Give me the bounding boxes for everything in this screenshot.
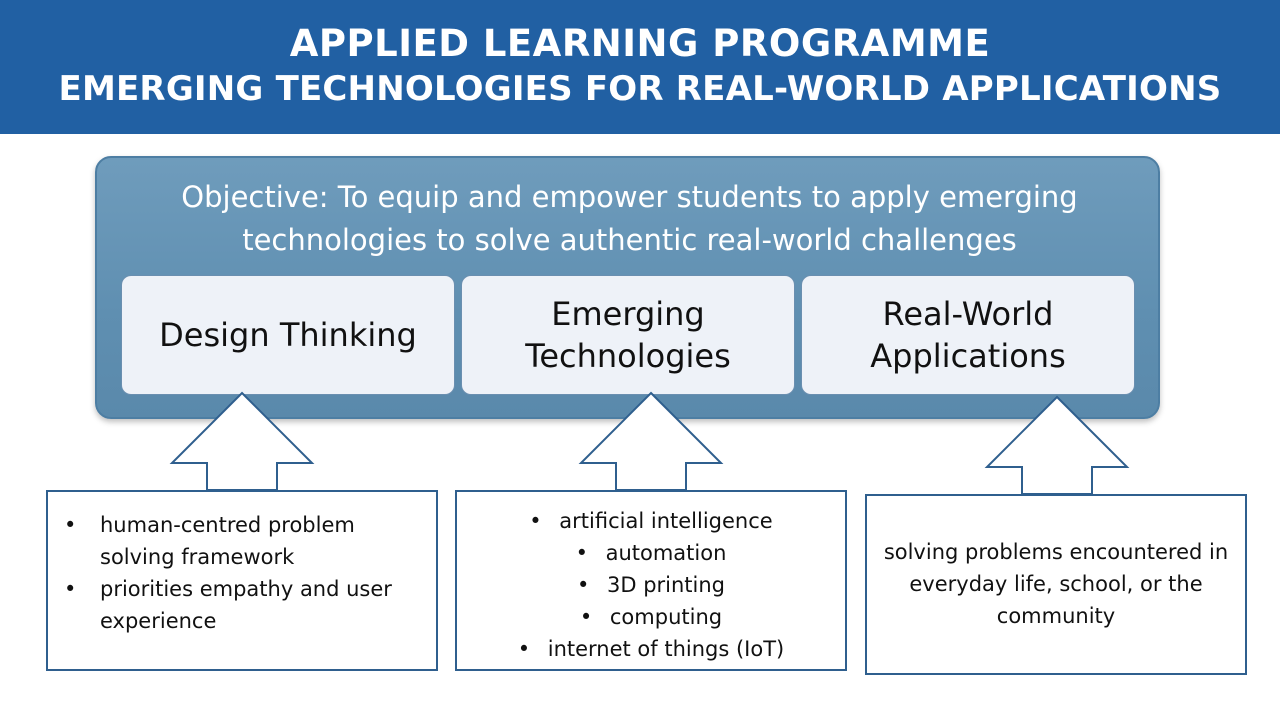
list-item-text: computing: [609, 605, 723, 629]
list-item: • automation: [457, 537, 845, 569]
objective-line-2: technologies to solve authentic real-wor…: [242, 223, 1017, 257]
design-thinking-details: human-centred problem solving framework …: [46, 490, 438, 671]
list-item-text: artificial intelligence: [559, 509, 773, 533]
up-arrow-icon: [578, 391, 724, 491]
list-item: priorities empathy and user experience: [48, 573, 426, 637]
pillar-design-thinking: Design Thinking: [121, 275, 455, 395]
pillar-label: Design Thinking: [159, 316, 417, 354]
bullet-icon: •: [579, 605, 593, 629]
list-item: human-centred problem solving framework: [48, 509, 426, 573]
up-arrow-icon: [169, 391, 315, 491]
list-item: • internet of things (IoT): [457, 633, 845, 665]
pillar-label: Emerging: [551, 295, 705, 333]
list-item-text: automation: [605, 541, 727, 565]
pillar-real-world-applications: Real-World Applications: [801, 275, 1135, 395]
pillar-label: Applications: [870, 337, 1066, 375]
title-line-2: EMERGING TECHNOLOGIES FOR REAL-WORLD APP…: [58, 69, 1222, 109]
list-item: • 3D printing: [457, 569, 845, 601]
list-item: • artificial intelligence: [457, 505, 845, 537]
title-line-1: APPLIED LEARNING PROGRAMME: [289, 22, 991, 65]
design-thinking-list: human-centred problem solving framework …: [48, 492, 436, 637]
emerging-technologies-details: • artificial intelligence • automation • 3D…: [455, 490, 847, 671]
bullet-icon: •: [575, 541, 588, 565]
list-item-text: internet of things (IoT): [547, 637, 785, 661]
bullet-icon: •: [517, 637, 531, 661]
bullet-icon: •: [529, 509, 542, 533]
pillar-label: Technologies: [525, 337, 731, 375]
objective-text: Objective: To equip and empower students…: [97, 176, 1162, 262]
header-banner: APPLIED LEARNING PROGRAMME EMERGING TECH…: [0, 0, 1280, 134]
emerging-technologies-list: • artificial intelligence • automation • 3D…: [457, 492, 845, 665]
objective-line-1: Objective: To equip and empower students…: [181, 180, 1078, 214]
pillar-label: Real-World: [882, 295, 1054, 333]
up-arrow-icon: [984, 395, 1130, 495]
list-item-text: 3D printing: [606, 573, 726, 597]
list-item: • computing: [457, 601, 845, 633]
bullet-icon: •: [576, 573, 590, 597]
real-world-details: solving problems encountered in everyday…: [865, 494, 1247, 675]
real-world-description: solving problems encountered in everyday…: [883, 540, 1229, 628]
pillar-emerging-technologies: Emerging Technologies: [461, 275, 795, 395]
